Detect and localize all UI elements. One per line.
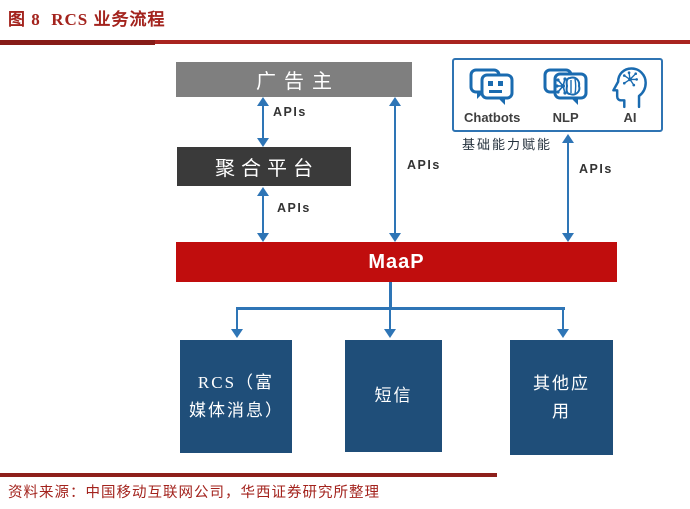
arrow-line: [261, 105, 265, 139]
capability-ai: AI: [611, 65, 649, 125]
figure-source: 资料来源：中国移动互联网公司，华西证券研究所整理: [8, 485, 380, 501]
capability-label: NLP: [552, 110, 579, 125]
arrowhead-down: [384, 329, 396, 338]
node-advertiser: 广告主: [176, 62, 412, 97]
bottom-divider: [0, 473, 497, 477]
arrow-capabilities-maap: [562, 134, 574, 242]
arrowhead-up: [257, 97, 269, 106]
arrow-maap-rcs: [231, 309, 243, 338]
arrow-line: [235, 309, 239, 331]
ai-head-icon: [611, 65, 649, 109]
arrow-line: [261, 195, 265, 234]
node-maap: MaaP: [176, 242, 617, 282]
apis-label: APIs: [277, 201, 311, 215]
arrowhead-down: [231, 329, 243, 338]
arrow-line: [393, 105, 397, 234]
node-sms: 短信: [345, 340, 442, 452]
connector-stem: [389, 282, 392, 308]
node-aggregation-platform: 聚合平台: [177, 147, 351, 186]
arrow-line: [561, 309, 565, 331]
apis-label: APIs: [273, 105, 307, 119]
arrow-maap-other: [557, 309, 569, 338]
capability-chatbots: Chatbots: [464, 65, 520, 125]
arrowhead-up: [257, 187, 269, 196]
arrowhead-down: [257, 138, 269, 147]
arrow-maap-sms: [384, 309, 396, 338]
arrowhead-down: [389, 233, 401, 242]
figure-title: 图 8 RCS 业务流程: [8, 10, 166, 29]
top-divider-left: [0, 40, 155, 45]
nlp-icon: [543, 65, 589, 109]
capability-box: Chatbots: [452, 58, 663, 132]
capability-label: Chatbots: [464, 110, 521, 125]
arrow-line: [566, 142, 570, 234]
capability-caption: 基础能力赋能: [462, 137, 553, 152]
arrowhead-down: [562, 233, 574, 242]
capability-label: AI: [623, 110, 637, 125]
arrow-advertiser-maap: [389, 97, 401, 242]
arrow-advertiser-aggregator: [257, 97, 269, 147]
arrowhead-down: [257, 233, 269, 242]
arrow-aggregator-maap: [257, 187, 269, 242]
arrowhead-up: [389, 97, 401, 106]
arrowhead-down: [557, 329, 569, 338]
apis-label: APIs: [579, 162, 613, 176]
arrow-line: [388, 309, 392, 331]
apis-label: APIs: [407, 158, 441, 172]
capability-nlp: NLP: [543, 65, 589, 125]
top-divider-right: [155, 40, 690, 44]
node-rcs: RCS（富媒体消息）: [180, 340, 292, 453]
chatbot-icon: [469, 65, 515, 109]
connector-bar: [236, 307, 565, 310]
node-other-apps: 其他应用: [510, 340, 613, 455]
arrowhead-up: [562, 134, 574, 143]
